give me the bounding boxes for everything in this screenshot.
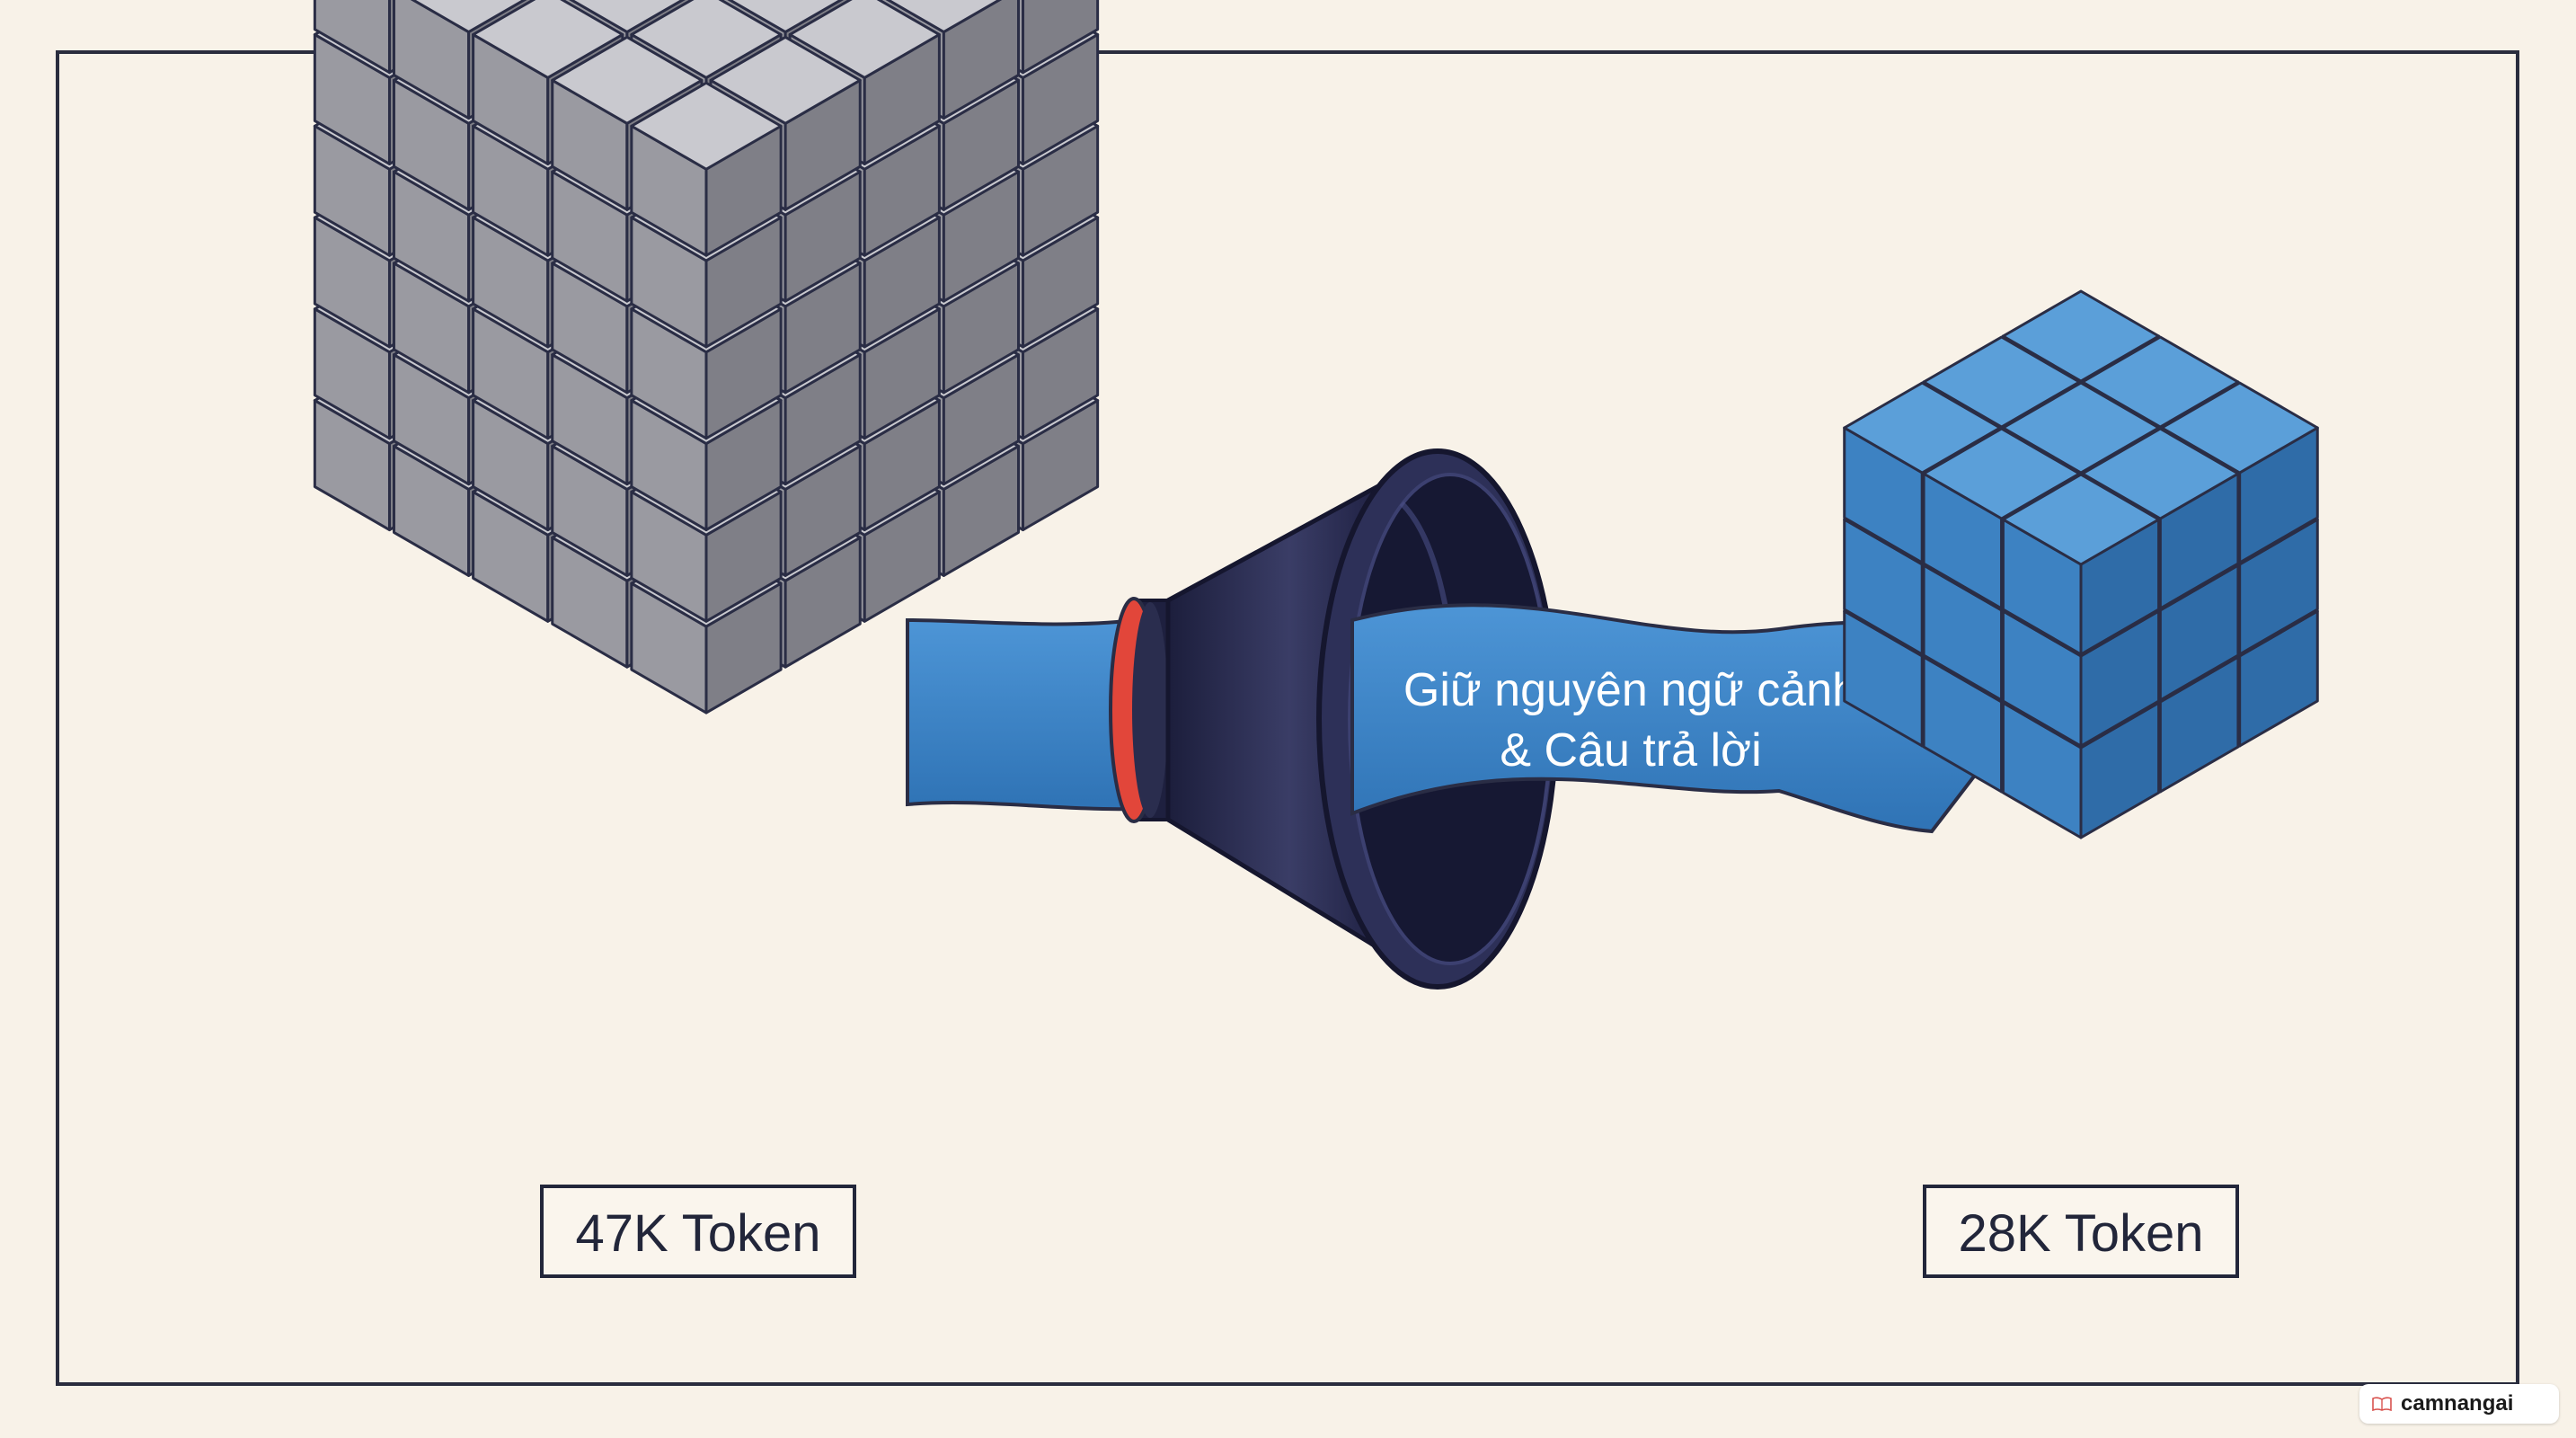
cube xyxy=(630,81,783,257)
right-token-label: 28K Token xyxy=(1923,1185,2239,1278)
outer-frame xyxy=(56,50,2519,1386)
watermark-badge: camnangai xyxy=(2359,1384,2559,1424)
gray-cube-stack xyxy=(313,0,1100,715)
right-token-label-text: 28K Token xyxy=(1958,1204,2203,1263)
left-token-label-text: 47K Token xyxy=(575,1204,820,1263)
watermark-text: camnangai xyxy=(2401,1391,2514,1416)
band-caption-line-2: & Câu trả lời xyxy=(1500,724,1761,777)
output-arrow-band xyxy=(1350,603,1979,834)
band-caption-line-1: Giữ nguyên ngữ cảnh xyxy=(1403,664,1858,716)
left-token-label: 47K Token xyxy=(540,1185,856,1278)
book-icon xyxy=(2372,1397,2392,1411)
blue-cube-stack xyxy=(1843,289,2319,839)
cube xyxy=(2001,473,2161,656)
input-band xyxy=(906,617,1136,812)
